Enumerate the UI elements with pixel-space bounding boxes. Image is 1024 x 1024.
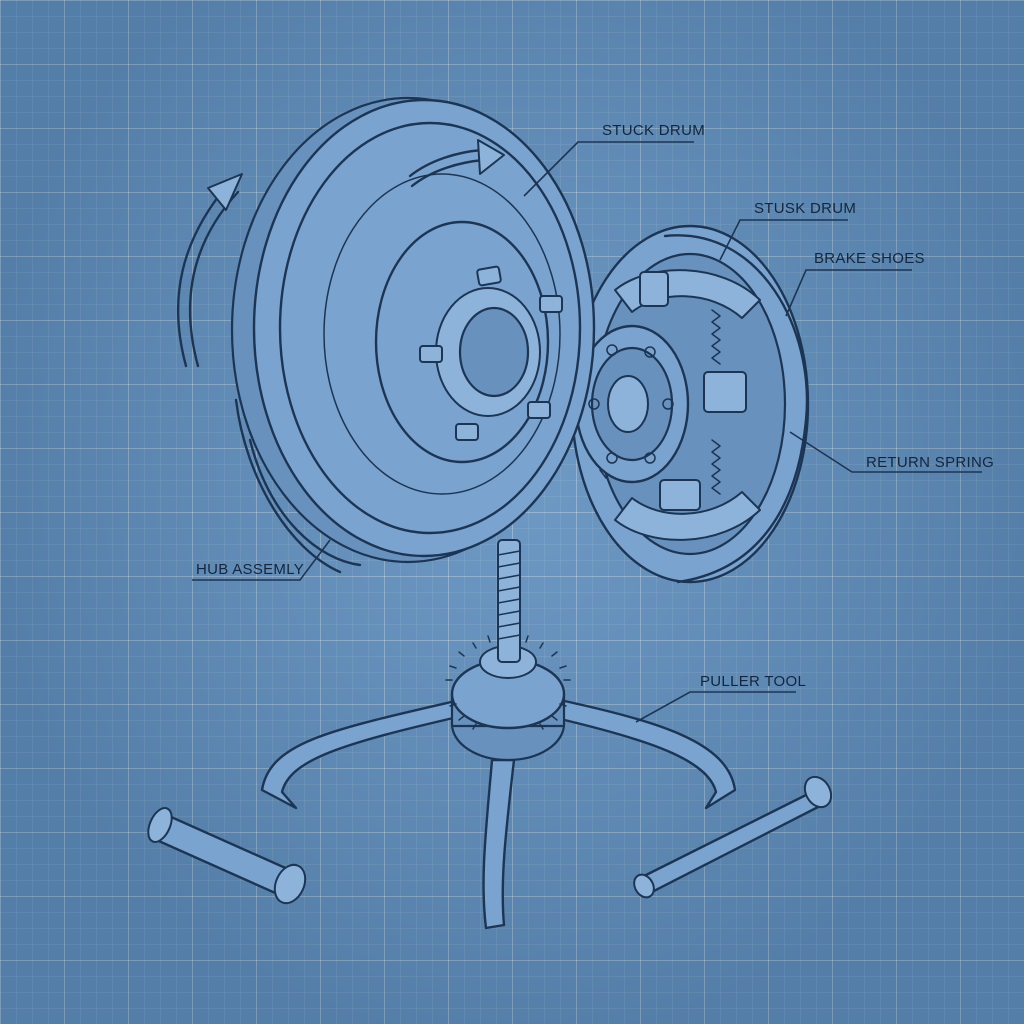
label-stuck-drum: STUCK DRUM — [602, 122, 705, 139]
brake-shoes — [614, 269, 761, 541]
rear-hub — [574, 324, 690, 484]
rotation-arrow-drum — [408, 139, 505, 188]
label-brake-shoes: BRAKE SHOES — [814, 250, 925, 267]
leader-lines — [192, 141, 982, 723]
label-stusk-drum: STUSK DRUM — [754, 200, 857, 217]
label-hub-assembly: HUB ASSEMLY — [196, 561, 305, 578]
rotation-arrow-left — [176, 173, 243, 368]
label-return-spring: RETURN SPRING — [866, 454, 995, 471]
loose-pin-left — [147, 807, 307, 905]
brake-drum — [230, 96, 596, 574]
puller-tool — [260, 539, 737, 930]
loose-pin-right — [633, 775, 833, 899]
wheel-studs — [419, 265, 563, 441]
label-puller-tool: PULLER TOOL — [700, 673, 807, 690]
